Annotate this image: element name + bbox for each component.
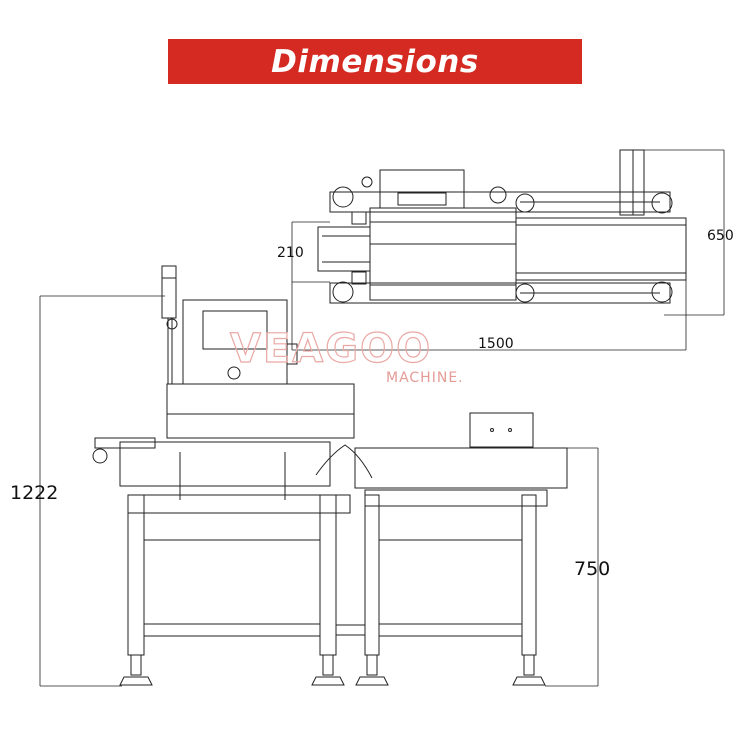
dim-conveyor-height: 750 [574, 558, 610, 580]
dim-belt-width: 210 [277, 245, 304, 261]
dim-total-length: 1500 [478, 336, 514, 352]
title-banner: Dimensions [168, 39, 582, 84]
side-view [39, 265, 599, 687]
title-text: Dimensions [271, 43, 479, 80]
top-view [291, 149, 725, 351]
dim-width: 650 [707, 228, 734, 244]
dim-total-height: 1222 [10, 482, 58, 504]
watermark-brand: VEAGOO [230, 326, 432, 372]
watermark-sub: MACHINE. [386, 370, 464, 386]
watermark: VEAGOO MACHINE. [229, 325, 464, 386]
